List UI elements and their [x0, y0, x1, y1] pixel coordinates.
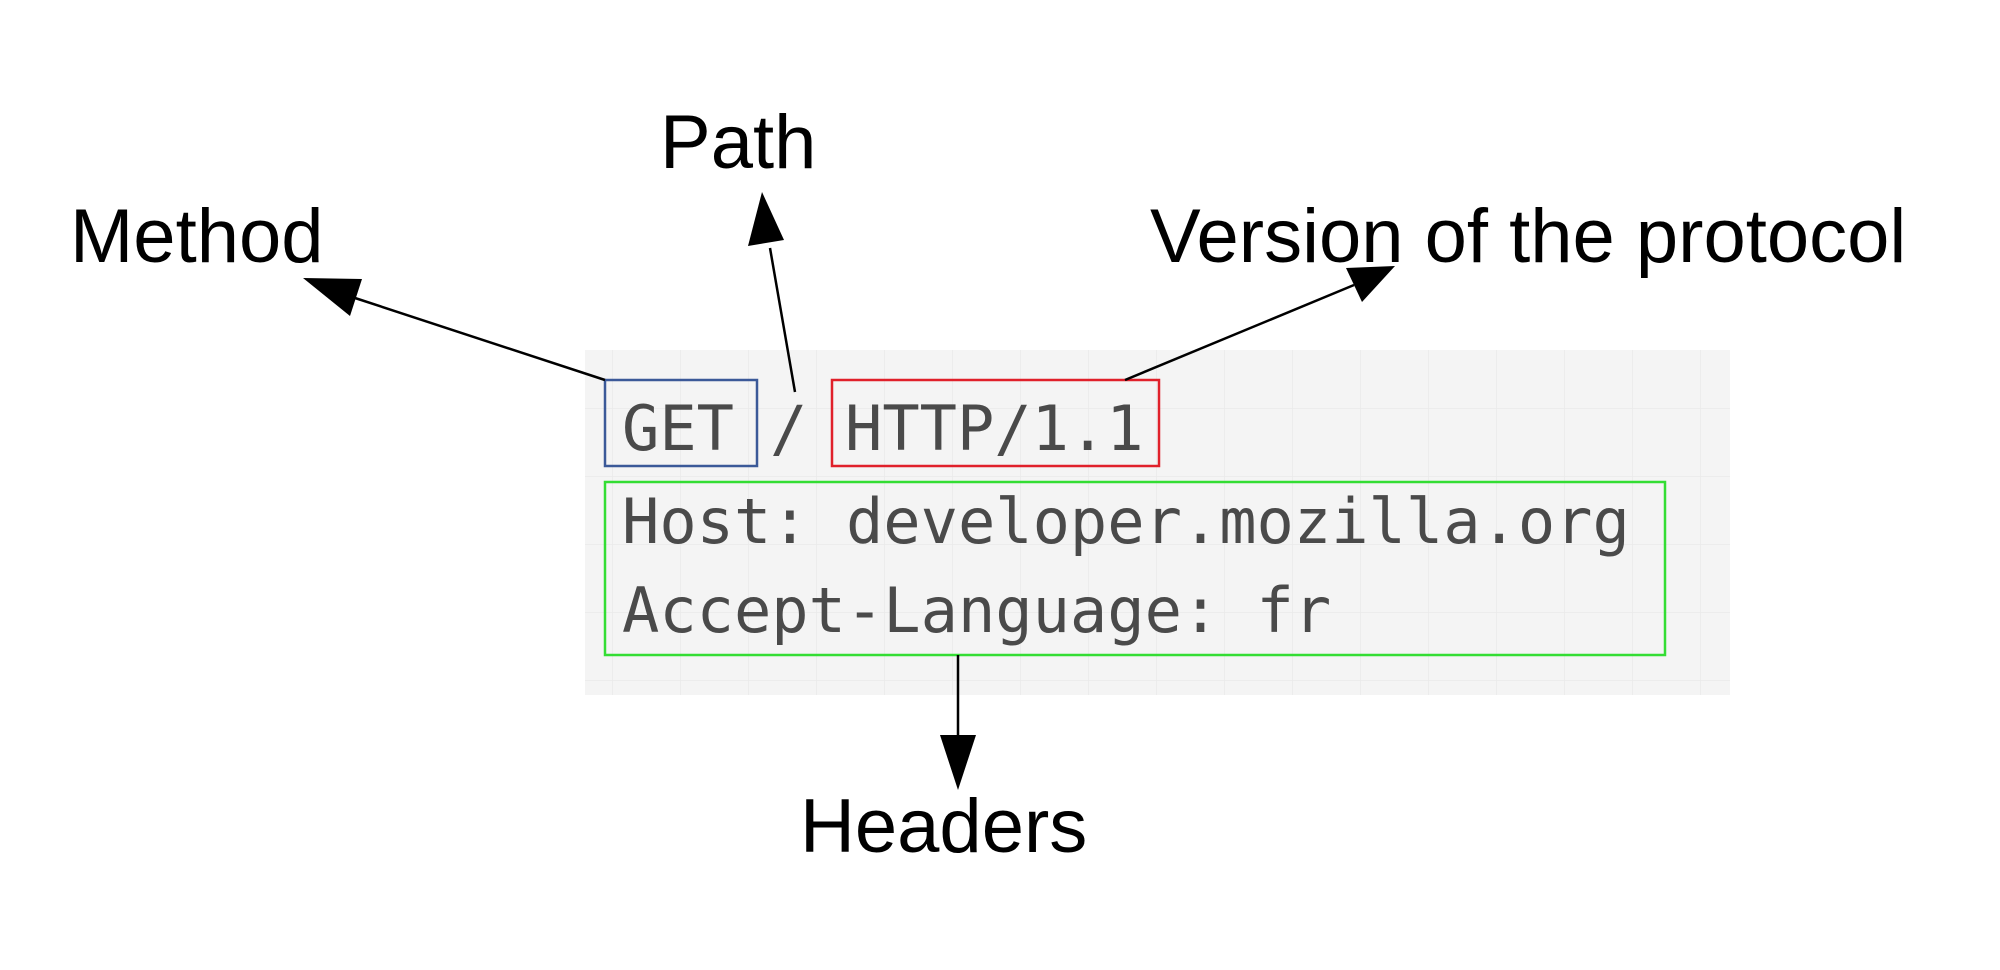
- path-arrow-head: [748, 192, 784, 246]
- path-text: /: [770, 392, 807, 465]
- method-highlight-box: [603, 378, 759, 468]
- version-label: Version of the protocol: [1150, 194, 1906, 279]
- path-arrow-line: [768, 247, 797, 393]
- headers-arrow-head: [940, 735, 976, 790]
- version-arrow-head: [1346, 266, 1395, 302]
- header-line-host: Host: developer.mozilla.org: [622, 485, 1630, 558]
- header-line-accept-language: Accept-Language: fr: [622, 574, 1331, 647]
- method-text: GET: [622, 392, 734, 465]
- path-label: Path: [660, 100, 816, 185]
- version-highlight-box: [830, 378, 1161, 468]
- method-arrow-head: [303, 278, 362, 316]
- version-text: HTTP/1.1: [845, 392, 1144, 465]
- version-arrow-line: [1124, 283, 1355, 382]
- method-label: Method: [70, 194, 324, 279]
- method-arrow-line: [354, 296, 606, 382]
- code-block-grid: [585, 350, 1730, 695]
- headers-label: Headers: [800, 784, 1087, 869]
- headers-highlight-box: [603, 480, 1667, 657]
